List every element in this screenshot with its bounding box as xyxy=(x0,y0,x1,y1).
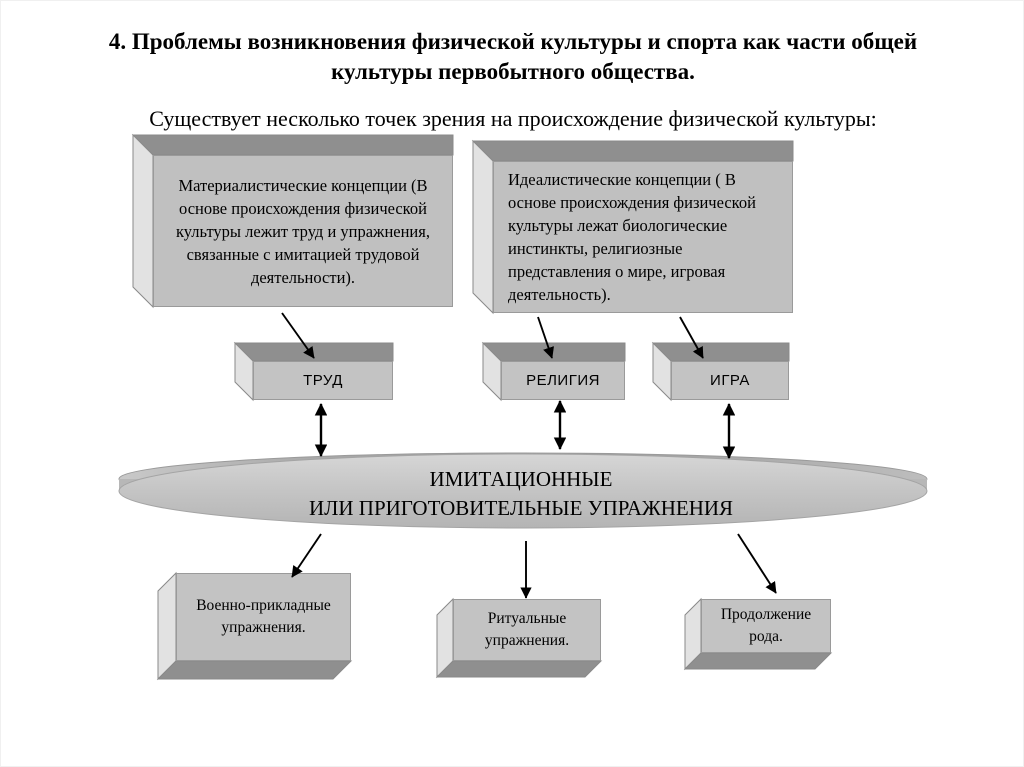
outcome-box-military[interactable]: Военно-прикладные упражнения. xyxy=(156,571,353,681)
source-label: РЕЛИГИЯ xyxy=(526,372,600,389)
box-extrusion xyxy=(156,571,353,681)
box-extrusion xyxy=(683,597,833,671)
source-box-face: ТРУД xyxy=(253,361,393,400)
page-title: 4. Проблемы возникновения физической кул… xyxy=(108,29,918,84)
source-label: ТРУД xyxy=(303,372,343,389)
outcome-label: Ритуальные упражнения. xyxy=(484,610,570,649)
concept-label: Материалистические концепции (В основе п… xyxy=(176,175,430,287)
concept-box-idealistic[interactable]: Идеалистические концепции ( В основе про… xyxy=(471,139,794,315)
box-extrusion xyxy=(435,597,603,679)
outcome-box-face: Ритуальные упражнения. xyxy=(453,599,601,661)
concept-box-face: Идеалистические концепции ( В основе про… xyxy=(493,161,793,313)
outcome-label: Продолжение рода. xyxy=(720,606,812,645)
box-extrusion xyxy=(481,341,626,402)
source-box-igra[interactable]: ИГРА xyxy=(651,341,790,402)
box-extrusion xyxy=(471,139,794,315)
outcome-box-procreation[interactable]: Продолжение рода. xyxy=(683,597,833,671)
source-label: ИГРА xyxy=(710,372,750,389)
source-box-face: РЕЛИГИЯ xyxy=(501,361,625,400)
box-extrusion xyxy=(131,133,454,309)
outcome-box-face: Военно-прикладные упражнения. xyxy=(176,573,351,661)
outcome-box-face: Продолжение рода. xyxy=(701,599,831,653)
concept-box-materialistic[interactable]: Материалистические концепции (В основе п… xyxy=(131,133,454,309)
source-box-face: ИГРА xyxy=(671,361,789,400)
outcome-box-ritual[interactable]: Ритуальные упражнения. xyxy=(435,597,603,679)
outcome-label: Военно-прикладные упражнения. xyxy=(196,597,331,636)
source-box-religiya[interactable]: РЕЛИГИЯ xyxy=(481,341,626,402)
ellipse-shape xyxy=(118,452,928,529)
concept-box-face: Материалистические концепции (В основе п… xyxy=(153,155,453,307)
concept-label: Идеалистические концепции ( В основе про… xyxy=(508,170,756,304)
source-box-trud[interactable]: ТРУД xyxy=(233,341,394,402)
central-ellipse[interactable] xyxy=(111,433,931,545)
page-subtitle: Существует несколько точек зрения на про… xyxy=(149,106,877,131)
